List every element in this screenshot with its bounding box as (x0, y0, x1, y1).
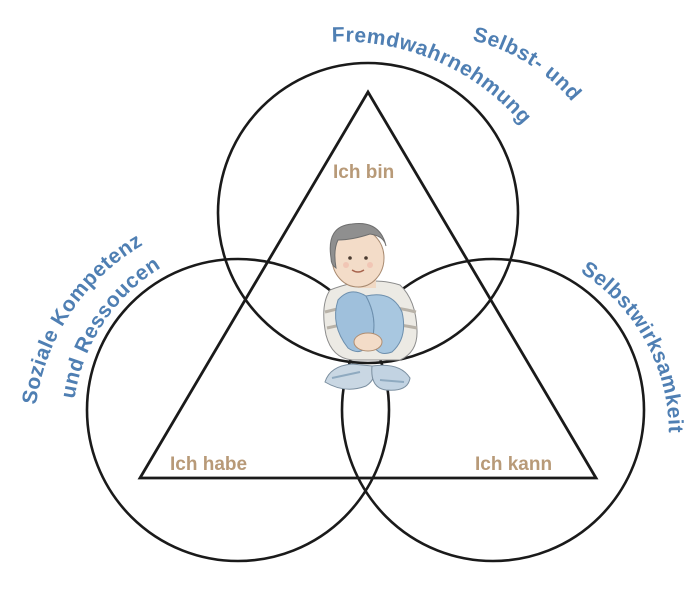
circle-left (85, 257, 391, 563)
child-illustration (323, 222, 418, 391)
outer-label-right: Selbstwirksamkeit (577, 257, 687, 433)
label-ich-bin: Ich bin (333, 162, 394, 183)
label-ich-habe: Ich habe (170, 454, 247, 475)
label-ich-kann: Ich kann (475, 454, 552, 475)
triangle (137, 89, 599, 480)
circle-right (340, 257, 646, 563)
circle-top (216, 61, 520, 365)
